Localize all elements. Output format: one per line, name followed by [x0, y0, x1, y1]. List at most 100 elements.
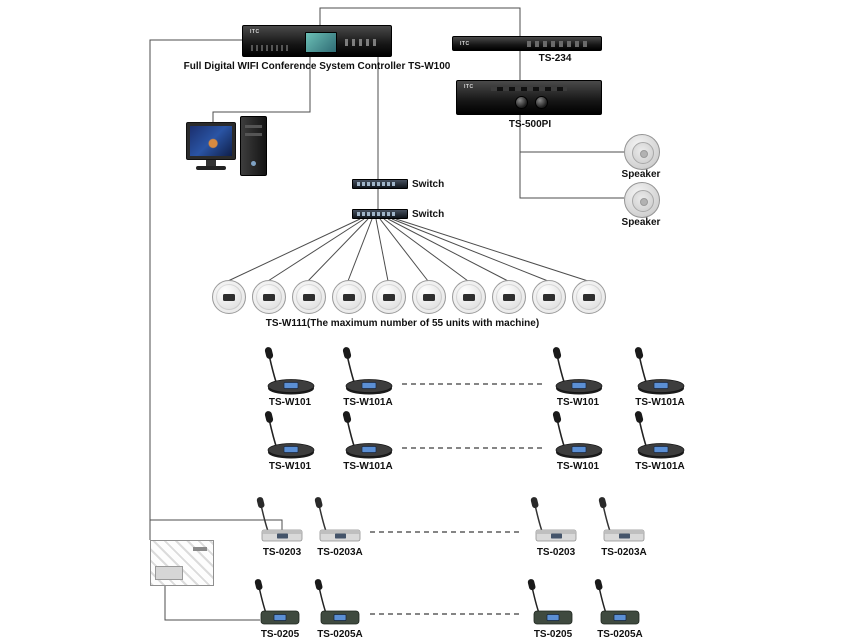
conference-controller-ts-w100: ITC — [242, 25, 392, 57]
mic-label: TS-W101A — [343, 461, 393, 472]
power-box-slot — [193, 547, 207, 551]
ceiling-unit-core — [303, 293, 315, 301]
device-ts-234: ITC — [452, 36, 602, 51]
amp-knob — [515, 96, 528, 109]
mic-label: TS-0203A — [601, 547, 647, 558]
gooseneck-mic-icon — [523, 576, 583, 628]
ceiling-unit-ts-w111 — [292, 280, 326, 314]
speaker-label: Speaker — [621, 217, 661, 228]
mic-ts-0205a: TS-0205A — [590, 576, 650, 640]
mic-label: TS-W101 — [268, 461, 312, 472]
gooseneck-mic-icon — [260, 344, 320, 396]
gooseneck-mic-icon — [260, 408, 320, 460]
gooseneck-mic-icon — [630, 408, 690, 460]
ceiling-unit-ts-w111 — [332, 280, 366, 314]
mic-label: TS-W101A — [635, 397, 685, 408]
ceiling-unit-core — [383, 293, 395, 301]
speaker-dust-cap — [640, 150, 648, 158]
mic-ts-0203a: TS-0203A — [310, 494, 370, 560]
mic-ts-0203: TS-0203 — [252, 494, 312, 560]
ceiling-unit-ts-w111 — [252, 280, 286, 314]
ceiling-unit-ts-w111 — [372, 280, 406, 314]
ceiling-unit-core — [583, 293, 595, 301]
amplifier-ts-500pi: ITC — [456, 80, 602, 115]
mic-label: TS-0203 — [536, 547, 576, 558]
network-switch-1 — [352, 179, 408, 189]
controller-label: Full Digital WIFI Conference System Cont… — [183, 61, 451, 72]
mic-ts-0203a: TS-0203A — [594, 494, 654, 560]
gooseneck-mic-icon — [630, 344, 690, 396]
ceiling-speaker — [624, 182, 660, 218]
mic-label: TS-0205 — [260, 629, 300, 640]
network-switch-2 — [352, 209, 408, 219]
ceiling-unit-ts-w111 — [492, 280, 526, 314]
mic-ts-w101a: TS-W101A — [630, 408, 690, 474]
gooseneck-mic-icon — [594, 494, 654, 546]
gooseneck-mic-icon — [310, 494, 370, 546]
ts234-label: TS-234 — [538, 53, 572, 64]
pc-tower-drive-bay — [245, 133, 262, 136]
gooseneck-mic-icon — [338, 408, 398, 460]
mic-ts-w101: TS-W101 — [548, 408, 608, 474]
gooseneck-mic-icon — [250, 576, 310, 628]
gooseneck-mic-icon — [590, 576, 650, 628]
speaker-dust-cap — [640, 198, 648, 206]
mic-ts-0203: TS-0203 — [526, 494, 586, 560]
amp-knob — [535, 96, 548, 109]
itc-logo: ITC — [460, 41, 470, 47]
ceiling-unit-ts-w111 — [212, 280, 246, 314]
mic-label: TS-0205A — [317, 629, 363, 640]
controller-vents — [251, 45, 291, 51]
mic-ts-w101a: TS-W101A — [338, 408, 398, 474]
controller-buttons — [345, 39, 379, 46]
mic-label: TS-0205 — [533, 629, 573, 640]
speaker-cone — [632, 142, 654, 164]
mic-ts-0205: TS-0205 — [250, 576, 310, 640]
pc-tower — [240, 116, 267, 176]
controller-touchscreen — [305, 32, 337, 53]
switch-ports — [357, 182, 395, 186]
ceiling-speaker — [624, 134, 660, 170]
ceiling-unit-ts-w111 — [572, 280, 606, 314]
ceiling-unit-ts-w111 — [532, 280, 566, 314]
ceiling-unit-core — [543, 293, 555, 301]
mic-label: TS-0205A — [597, 629, 643, 640]
gooseneck-mic-icon — [252, 494, 312, 546]
ceiling-unit-core — [503, 293, 515, 301]
gooseneck-mic-icon — [526, 494, 586, 546]
pc-power-button — [251, 161, 256, 166]
mic-label: TS-0203 — [262, 547, 302, 558]
gooseneck-mic-icon — [548, 408, 608, 460]
ts234-ports — [527, 41, 591, 47]
ceiling-unit-core — [343, 293, 355, 301]
mic-ts-w101: TS-W101 — [260, 408, 320, 474]
ceiling-unit-core — [463, 293, 475, 301]
mic-ts-w101: TS-W101 — [260, 344, 320, 410]
switch-label: Switch — [412, 179, 445, 190]
mic-ts-w101a: TS-W101A — [630, 344, 690, 410]
mic-label: TS-W101 — [556, 461, 600, 472]
gooseneck-mic-icon — [338, 344, 398, 396]
mic-label: TS-W101A — [343, 397, 393, 408]
power-extension-box — [150, 540, 214, 586]
pc-monitor-screen — [190, 126, 232, 156]
mic-label: TS-W101 — [556, 397, 600, 408]
gooseneck-mic-icon — [310, 576, 370, 628]
power-box-plate — [155, 566, 183, 580]
pc-tower-drive-bay — [245, 125, 262, 128]
pc-monitor — [186, 122, 236, 160]
itc-logo: ITC — [250, 29, 260, 35]
ceiling-unit-core — [263, 293, 275, 301]
speaker-label: Speaker — [621, 169, 661, 180]
gooseneck-mic-icon — [548, 344, 608, 396]
mic-label: TS-0203A — [317, 547, 363, 558]
mic-label: TS-W101 — [268, 397, 312, 408]
mic-ts-0205a: TS-0205A — [310, 576, 370, 640]
mic-ts-w101a: TS-W101A — [338, 344, 398, 410]
ts500pi-label: TS-500PI — [508, 119, 552, 130]
ceiling-unit-ts-w111 — [412, 280, 446, 314]
speaker-cone — [632, 190, 654, 212]
ceiling-unit-ts-w111 — [452, 280, 486, 314]
